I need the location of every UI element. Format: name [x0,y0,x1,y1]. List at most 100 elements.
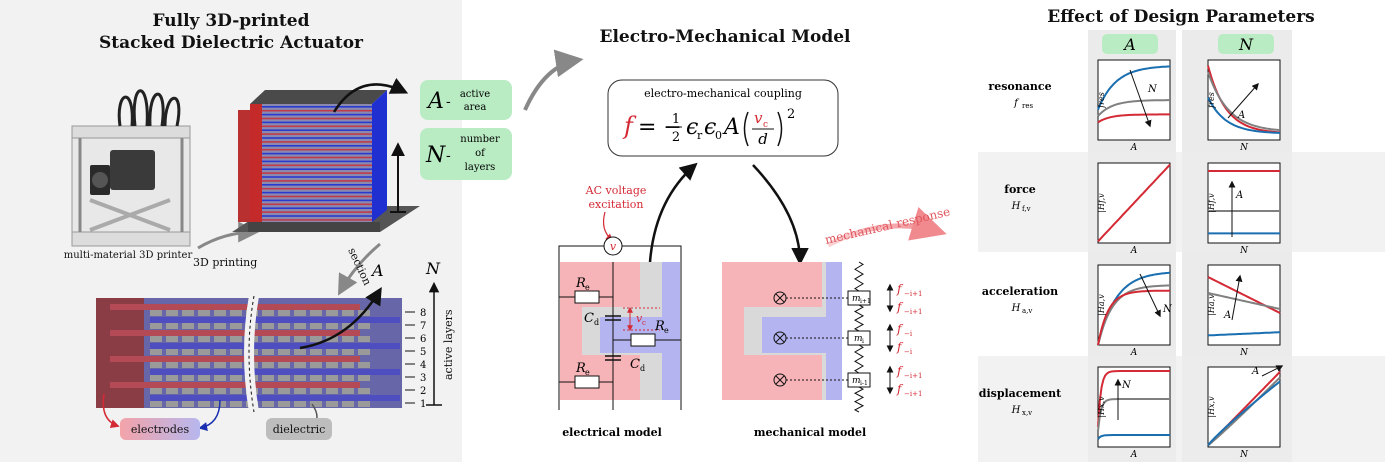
eq-eps-r-sub: r [697,129,703,142]
row-symbol: H [1011,405,1021,416]
mechanical-model: m i+1 m i m i-1 f−i+1f−i+1f−if−if−i+1f−i… [722,261,922,413]
ac-label-2: excitation [588,198,643,211]
plot-curve [1207,292,1281,310]
trend-arrow [1139,273,1161,318]
plot-xlabel: A [1130,450,1138,460]
plot-xlabel: N [1239,450,1249,460]
trend-arrow-label: N [1147,84,1158,95]
param-N-desc-1: number [460,134,500,145]
right-title: Effect of Design Parameters [1047,7,1314,27]
re-label-3: R [654,319,665,334]
trend-arrow-label: A [1237,110,1245,121]
elec-to-eq-arrow [648,162,698,263]
force-label: f [896,282,904,296]
param-N-symbol: N [425,143,446,168]
layer-number: 4 [420,360,426,371]
re-label-1-sub: e [585,283,590,292]
plot-curve [1097,398,1170,432]
layer-number: 8 [420,308,426,319]
row-name: displacement [979,387,1062,400]
cd-label-1-sub: d [594,318,599,327]
left-panel: Fully 3D-printed Stacked Dielectric Actu… [0,0,512,462]
eq-vc-sub: c [763,120,768,130]
to-model-arrow [523,49,584,111]
trend-arrow [1231,274,1243,321]
layer-number: 5 [420,347,426,358]
force-label-sub: −i+1 [904,390,922,398]
param-N-desc-2: of [475,148,486,159]
right-panel: Effect of Design Parameters A N resonanc… [978,7,1385,462]
trend-arrow-label: A [1223,310,1231,321]
row-symbol-sub: f,v [1022,205,1031,213]
eq-to-mech-arrow [752,164,809,266]
row-symbol: H [1011,201,1021,212]
cd-label-2: C [630,357,640,372]
force-label: f [896,364,904,378]
trend-arrow-label: N [1121,380,1132,391]
plot-curve [1097,113,1170,124]
plot-frame [1097,366,1171,448]
left-title-line2: Stacked Dielectric Actuator [99,33,364,53]
plot-ylabel: |Hf,v [1207,193,1216,213]
plot-curve [1207,380,1281,447]
param-A-dash: - [446,94,451,110]
layer-number: 6 [420,334,426,345]
electrical-model-label: electrical model [562,426,662,439]
cd-label-2-sub: d [640,364,645,373]
trend-arrow-label: A [1251,366,1259,377]
cd-label-1: C [584,311,594,326]
row-symbol-sub: res [1022,102,1033,110]
re-label-1: R [575,276,586,291]
plot-ylabel: |Hf,v [1097,193,1106,213]
row-symbol-sub: x,v [1022,409,1032,417]
param-A-desc-1: active [460,89,490,100]
ac-label-1: AC voltage [585,184,647,197]
plot-curve [1097,289,1171,346]
eq-half-num: 1 [672,112,680,127]
eq-half-den: 2 [672,130,680,145]
plot-ylabel: |Hx,v [1097,396,1106,418]
eq-eps-r: ϵ [686,115,698,140]
plot-xlabel: N [1239,348,1249,358]
plot-xlabel: A [1130,348,1138,358]
eq-eps-0: ϵ [704,115,716,140]
electrical-model: v R e R e R e C d C d [558,236,682,410]
vc-label-sub: c [642,319,646,327]
force-label: f [896,340,904,354]
m-top-sub: i+1 [860,298,871,305]
plot-xlabel: N [1239,246,1249,256]
plot-curve [1097,370,1170,428]
axis-A-label: A [370,261,384,280]
section-arrow [337,242,381,296]
col-N-label: N [1238,35,1254,54]
row-symbol: H [1011,303,1021,314]
electrodes-label: electrodes [131,423,190,436]
middle-panel: Electro-Mechanical Model electro-mechani… [523,27,951,439]
printing-label: 3D printing [193,256,257,269]
m-mid-sub: i [862,338,864,345]
plot-xlabel: A [1130,246,1138,256]
source-symbol: v [610,240,617,253]
printer-illustration [71,89,191,247]
plot-curve [1207,71,1281,132]
re-label-3-sub: e [664,326,669,335]
trend-arrow [1227,82,1259,119]
plot-xlabel: N [1239,143,1249,153]
row-symbol-sub: a,v [1022,307,1032,315]
trend-arrow-label: A [1235,190,1243,201]
plot-ylabel: fres [1097,92,1106,109]
layer-number: 3 [420,373,426,384]
plot-curve [1207,376,1281,447]
actuator-cube [232,90,420,232]
param-A-desc-2: area [464,102,487,113]
plot-curve [1097,65,1171,110]
plot-curve [1097,99,1170,117]
force-label-sub: −i [904,330,913,338]
param-N-box: N - number of layers [420,128,512,180]
re-label-2: R [575,361,586,376]
m-top: m [852,294,861,304]
layer-number: 2 [420,386,426,397]
printer-label: multi-material 3D printer [64,250,193,261]
plot-frame [1207,162,1281,244]
electrodes-badge [120,418,200,440]
